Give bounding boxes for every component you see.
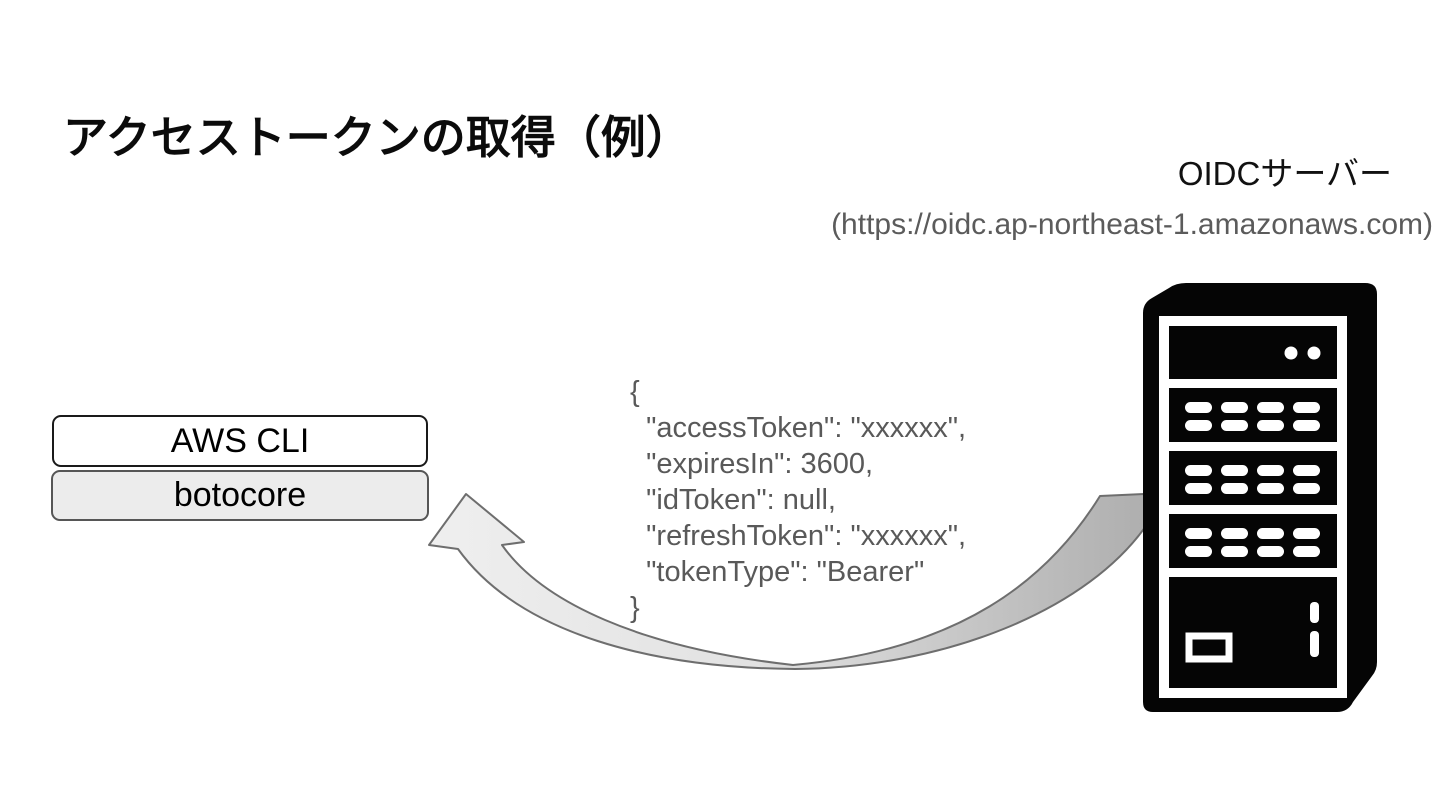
oidc-server-url: (https://oidc.ap-northeast-1.amazonaws.c…	[831, 208, 1433, 241]
token-response-json: { "accessToken": "xxxxxx", "expiresIn": …	[630, 376, 967, 624]
aws-cli-box: AWS CLI	[52, 415, 428, 467]
botocore-box: botocore	[51, 470, 429, 521]
server-panel-vents	[1169, 388, 1337, 568]
server-tower-icon	[1143, 283, 1377, 712]
power-led-dot	[1284, 346, 1298, 360]
botocore-label: botocore	[173, 476, 307, 514]
slot-bar	[1310, 602, 1319, 623]
power-led-dot	[1307, 346, 1321, 360]
drive-bay-icon	[1185, 632, 1233, 663]
slot-bar	[1310, 631, 1319, 657]
oidc-server-label: OIDCサーバー	[1177, 155, 1392, 192]
aws-cli-label: AWS CLI	[170, 422, 310, 460]
page-title: アクセストークンの取得（例）	[63, 112, 691, 164]
vent-dashes	[1185, 402, 1320, 557]
